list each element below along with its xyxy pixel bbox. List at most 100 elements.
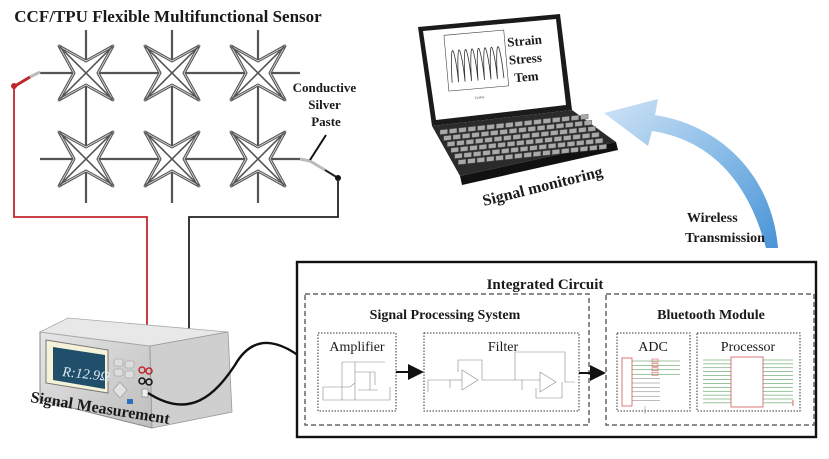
keyboard-key (494, 135, 502, 142)
keyboard-key (538, 143, 547, 150)
keyboard-key (561, 115, 570, 122)
keyboard-key (553, 135, 562, 142)
keyboard-key (572, 133, 581, 140)
keyboard-key (439, 128, 448, 135)
mini-chart: Cycles (443, 29, 509, 100)
keyboard-key (580, 113, 589, 120)
mini-chart-xlabel: Cycles (475, 95, 485, 100)
sensor-star-highlight (58, 131, 114, 187)
keyboard-key (514, 152, 523, 159)
keyboard-key (537, 124, 546, 131)
keyboard-key (595, 137, 603, 144)
keyboard-key (559, 128, 568, 135)
usb-port (141, 388, 149, 398)
keyboard-key (452, 133, 461, 140)
keyboard-key (454, 152, 463, 159)
keyboard-key (477, 124, 486, 131)
keyboard-key (522, 132, 530, 139)
sensor-grid (40, 30, 300, 203)
keyboard-key (584, 119, 592, 126)
sensor-star-highlight (230, 131, 286, 187)
left-electrode (11, 70, 41, 89)
adc-block (616, 332, 691, 412)
adc-label: ADC (638, 340, 668, 355)
processor-schematic (703, 356, 794, 408)
keyboard-key (531, 131, 540, 138)
adc-resistor (651, 363, 659, 367)
keyboard-key (456, 139, 465, 146)
keyboard-key (486, 155, 495, 162)
meter-screen (53, 347, 105, 389)
keyboard-key (488, 142, 497, 149)
keyboard-key (473, 150, 482, 157)
keyboard-key (476, 156, 485, 163)
meter-button[interactable] (124, 370, 135, 379)
right-electrode (299, 134, 341, 181)
keyboard-key (567, 140, 575, 147)
meter-button[interactable] (113, 368, 124, 377)
keyboard-key (467, 157, 476, 164)
meter-dpad[interactable] (112, 381, 128, 399)
keyboard-key (478, 143, 487, 150)
keyboard-key (481, 130, 489, 137)
adc-resistor (651, 367, 659, 372)
keyboard-key (529, 144, 538, 151)
meter-button[interactable] (113, 358, 124, 367)
keyboard-key (523, 151, 532, 158)
keyboard-key (471, 131, 480, 138)
processor-block (696, 332, 801, 412)
keyboard-key (571, 114, 579, 121)
keyboard-key (550, 129, 559, 136)
keyboard-key (492, 148, 500, 155)
keyboard-key (505, 121, 514, 128)
integrated-circuit-title: Integrated Circuit (487, 277, 604, 293)
sensor-star-diagonal (144, 131, 200, 187)
adc-resistor (651, 358, 659, 363)
black-jack (138, 377, 146, 385)
signal-processing-box (304, 293, 590, 426)
keyboard-key (475, 137, 484, 144)
keyboard-key (548, 142, 557, 149)
mini-chart-frame (443, 29, 509, 92)
wireless-label: Wireless Transmission (685, 211, 765, 246)
sensor-star-diagonal (58, 131, 114, 187)
keyboard-key (585, 138, 594, 145)
keyboard-key (449, 127, 458, 134)
keyboard-key (569, 127, 577, 134)
filter-block (423, 332, 580, 412)
meter-reading: R:12.9Ω (61, 365, 111, 385)
filter-schematic (427, 351, 575, 399)
keyboard-key (484, 136, 493, 143)
keyboard-key (580, 145, 588, 152)
keyboard-key (458, 126, 467, 133)
keyboard-key (501, 147, 510, 154)
keyboard-key (520, 145, 528, 152)
keyboard-key (524, 119, 533, 126)
keyboard-key (447, 140, 455, 147)
signal-processing-title: Signal Processing System (370, 308, 521, 323)
keyboard-key (557, 141, 566, 148)
keyboard-key (576, 139, 585, 146)
keyboard-key (551, 148, 560, 155)
sensor-star-diagonal (58, 45, 114, 101)
meter-power-button[interactable] (127, 399, 133, 404)
keyboard-key (460, 145, 469, 152)
keyboard-key (490, 129, 499, 136)
filter-label: Filter (488, 340, 519, 355)
keyboard-key (527, 125, 536, 132)
sensor-star-highlight (144, 131, 200, 187)
keyboard-key (505, 153, 513, 160)
keyboard-key (587, 125, 596, 132)
keyboard-key (533, 150, 541, 157)
meter-button[interactable] (124, 360, 135, 369)
keyboard-key (503, 134, 512, 141)
keyboard-key (512, 133, 521, 140)
keyboard-key (462, 132, 471, 139)
laptop: Cycles Strain Stress Tem (418, 14, 618, 185)
adc-schematic (621, 357, 680, 414)
wireless-arrow (604, 99, 778, 248)
keyboard-key (510, 146, 519, 153)
keyboard-key (516, 139, 525, 146)
keyboard-key (546, 123, 555, 130)
